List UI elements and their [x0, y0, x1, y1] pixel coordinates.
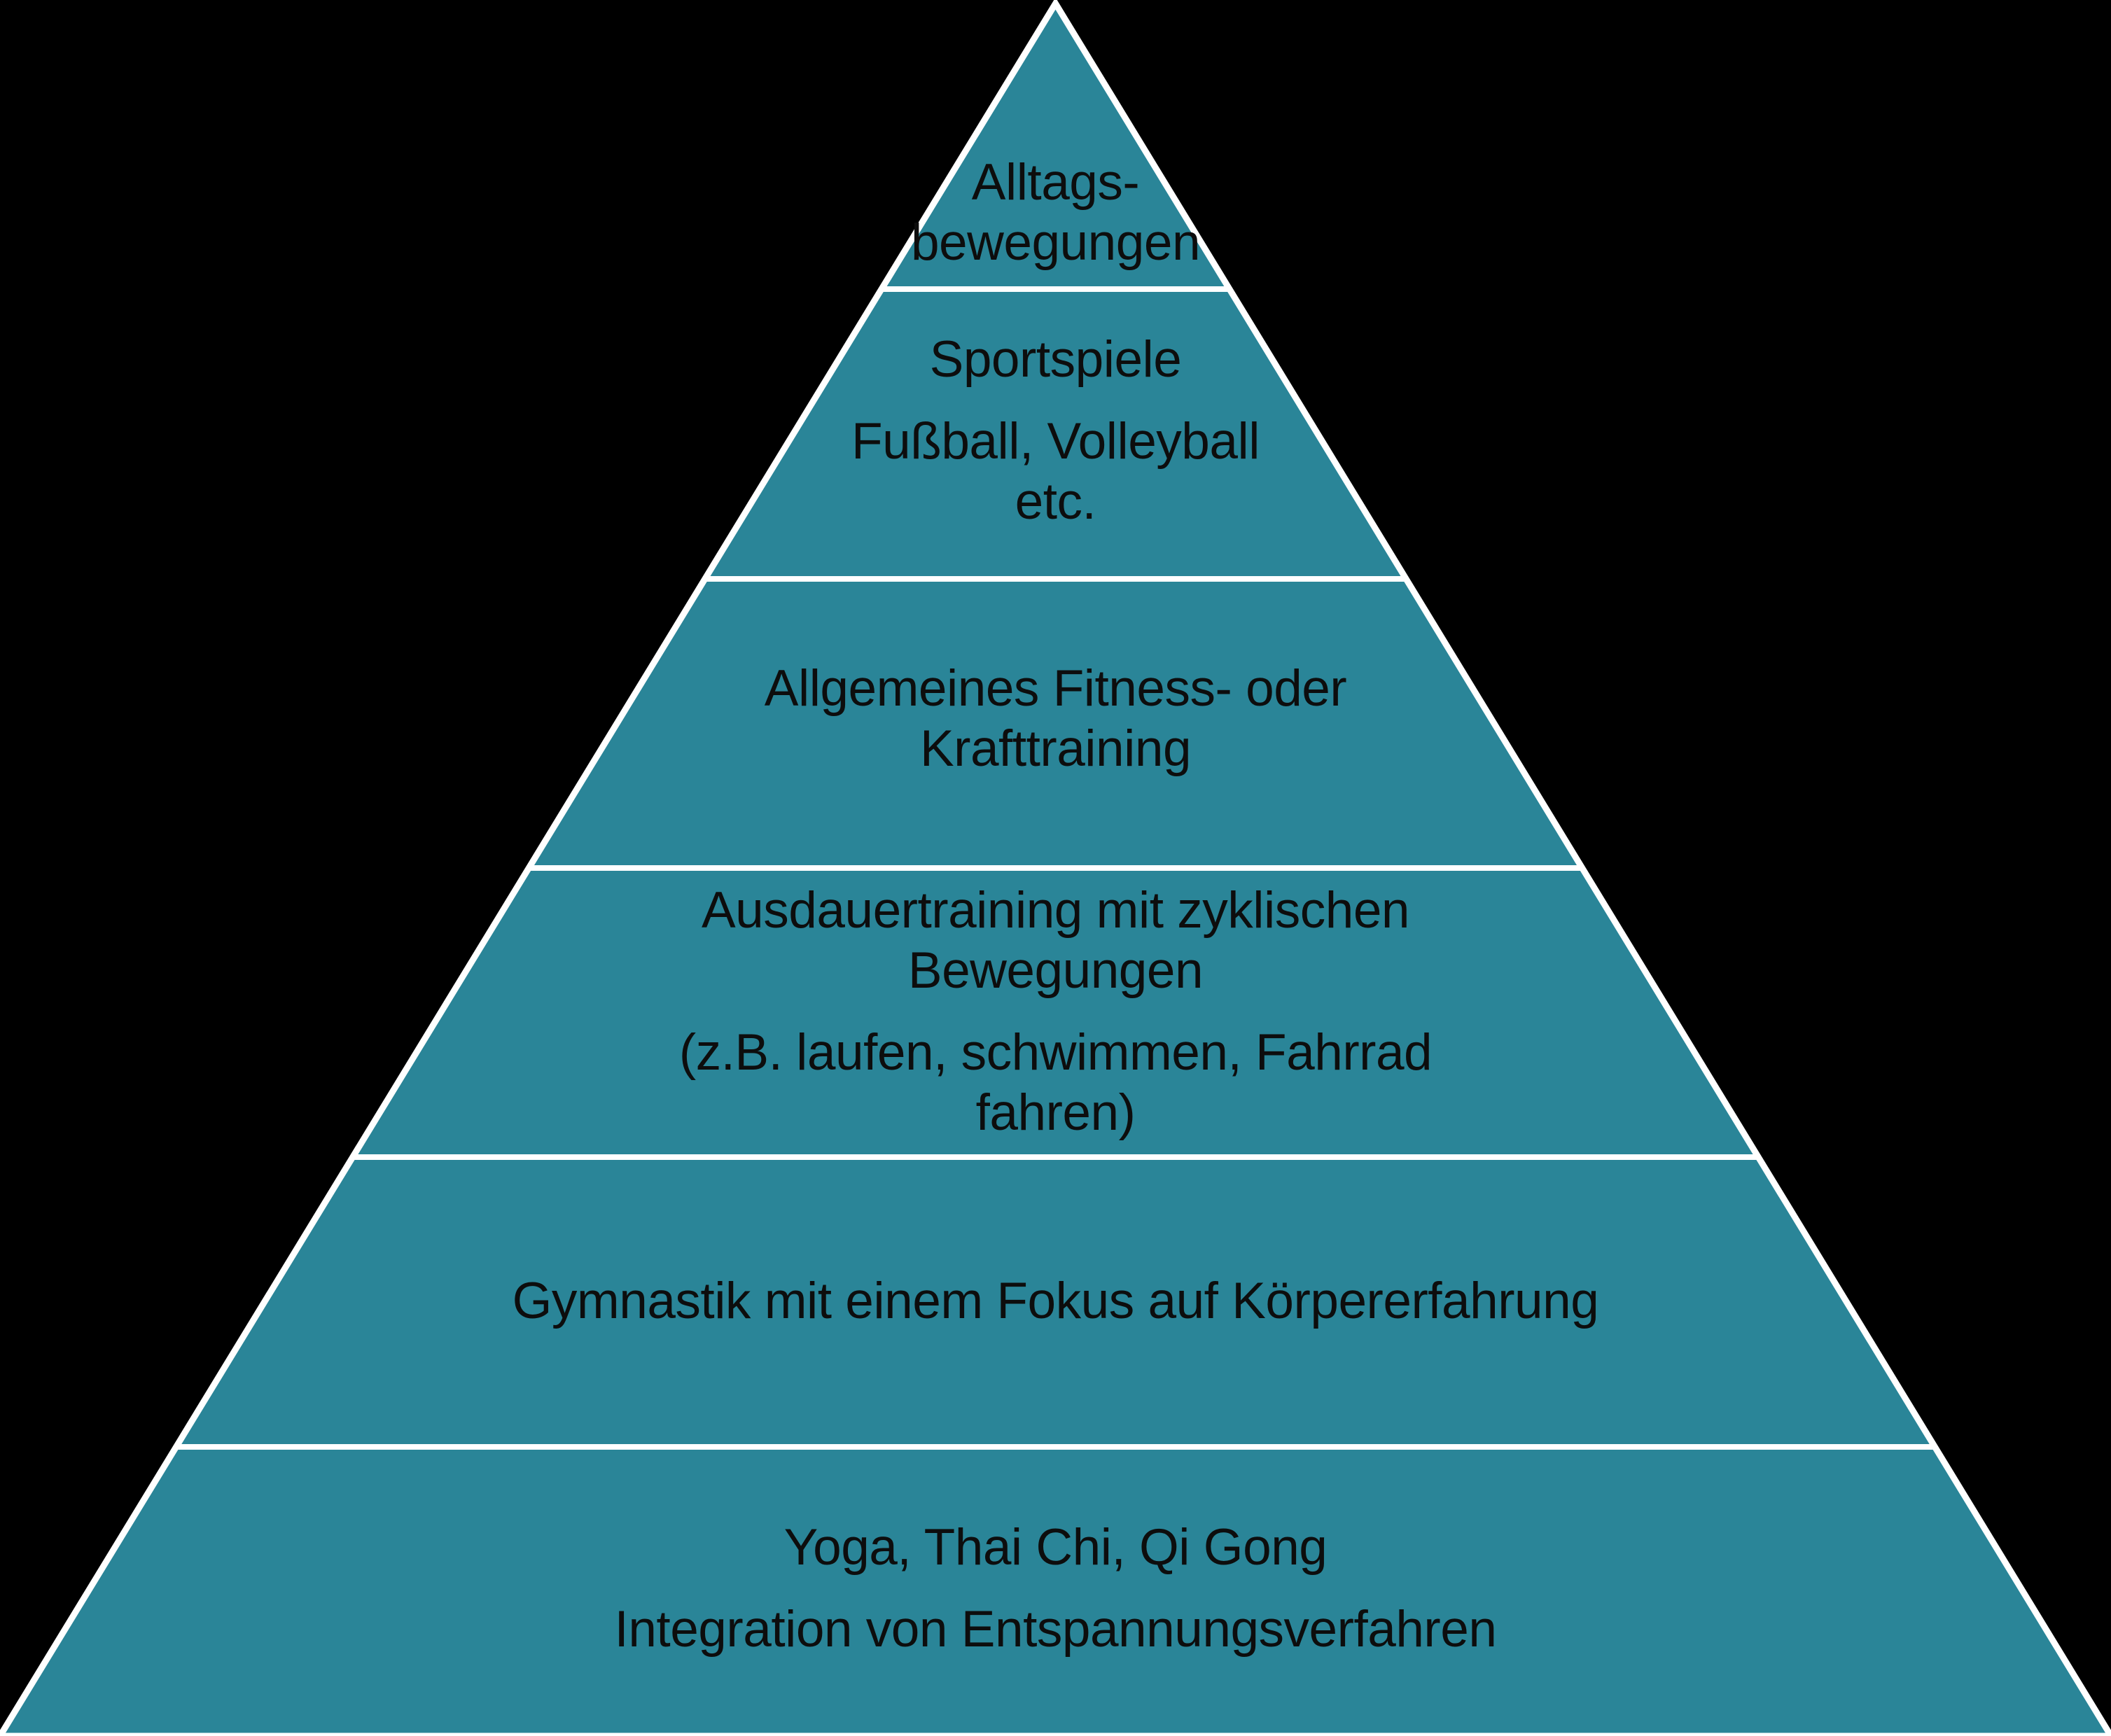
level-text-line: Ausdauertraining mit zyklischen [701, 882, 1410, 939]
pyramid-level-ausdauertraining: Ausdauertraining mit zyklischen Bewegung… [0, 868, 2111, 1157]
level-text-line: Sportspiele [929, 331, 1182, 388]
level-text-line: Krafttraining [919, 720, 1192, 777]
level-text: Alltags- bewegungen [0, 153, 2111, 273]
level-divider [0, 286, 2111, 292]
pyramid-level-sportspiele: Sportspiele Fußball, Volleyball etc. [0, 289, 2111, 579]
level-divider [0, 1444, 2111, 1450]
level-text: Gymnastik mit einem Fokus auf Körpererfa… [0, 1271, 2111, 1331]
pyramid-level-gymnastik: Gymnastik mit einem Fokus auf Körpererfa… [0, 1157, 2111, 1447]
level-text-line: Integration von Entspannungsverfahren [614, 1601, 1497, 1658]
pyramid-level-fitness-krafttraining: Allgemeines Fitness- oder Krafttraining [0, 579, 2111, 868]
level-divider [0, 576, 2111, 582]
level-divider [0, 1154, 2111, 1160]
level-text-line: etc. [1015, 473, 1096, 530]
level-text: Ausdauertraining mit zyklischen Bewegung… [0, 881, 2111, 1001]
level-subtext: Fußball, Volleyball etc. [0, 412, 2111, 532]
level-text-line: Fußball, Volleyball [851, 413, 1260, 470]
pyramid-level-alltagsbewegungen: Alltags- bewegungen [0, 0, 2111, 289]
level-text-line: Allgemeines Fitness- oder [764, 660, 1347, 717]
level-text-line: fahren) [975, 1084, 1136, 1141]
level-text-line: bewegungen [910, 214, 1201, 271]
level-text-line: Alltags- [971, 154, 1140, 211]
level-text: Yoga, Thai Chi, Qi Gong [0, 1518, 2111, 1578]
pyramid-level-yoga-entspannung: Yoga, Thai Chi, Qi Gong Integration von … [0, 1447, 2111, 1736]
level-subtext: (z.B. laufen, schwimmen, Fahrrad fahren) [0, 1023, 2111, 1143]
level-text-line: (z.B. laufen, schwimmen, Fahrrad [678, 1024, 1433, 1081]
level-text: Sportspiele [0, 330, 2111, 390]
level-text-line: Gymnastik mit einem Fokus auf Körpererfa… [512, 1273, 1599, 1329]
level-text-line: Bewegungen [907, 942, 1204, 999]
level-text-line: Yoga, Thai Chi, Qi Gong [783, 1519, 1328, 1576]
level-text: Allgemeines Fitness- oder Krafttraining [0, 659, 2111, 779]
level-divider [0, 865, 2111, 871]
level-subtext: Integration von Entspannungsverfahren [0, 1600, 2111, 1660]
